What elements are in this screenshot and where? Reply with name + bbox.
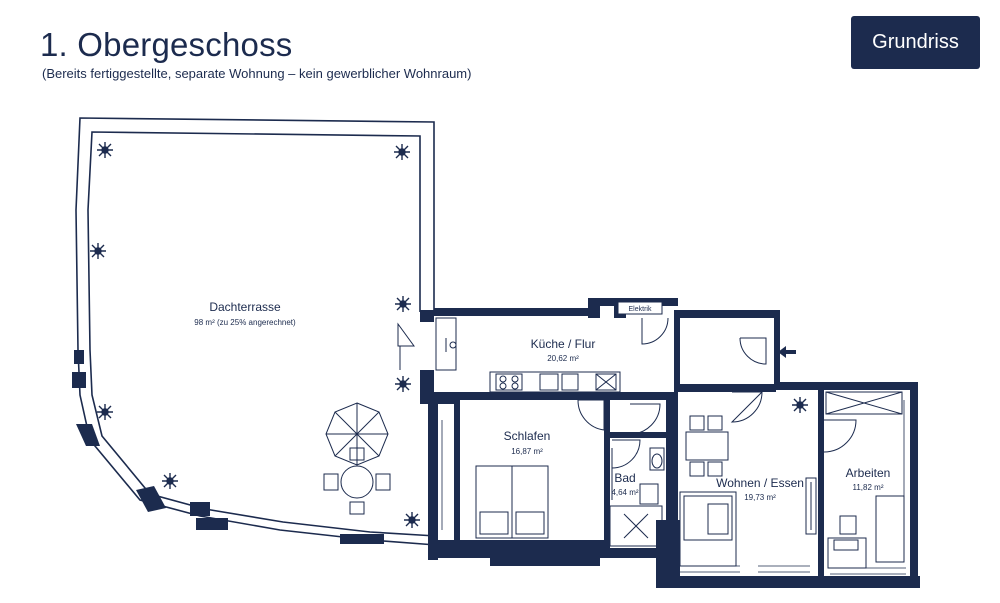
wohnen-name: Wohnen / Essen	[716, 476, 804, 490]
plant-icon	[97, 142, 113, 158]
grundriss-button[interactable]: Grundriss	[851, 16, 980, 69]
bathroom-fixtures	[605, 447, 665, 547]
elektrik-label: Elektrik	[629, 306, 652, 313]
plant-icon	[162, 473, 178, 489]
office-furniture	[825, 391, 905, 569]
plant-icon	[395, 376, 411, 392]
parasol-icon	[325, 402, 389, 466]
building-walls	[420, 298, 920, 588]
plant-icon	[90, 243, 106, 259]
room-labels: Dachterrasse 98 m² (zu 25% angerechnet) …	[194, 300, 890, 502]
plant-icons	[90, 142, 808, 528]
arbeiten-name: Arbeiten	[846, 466, 891, 480]
kitchen-counter	[435, 317, 621, 393]
kueche-area: 20,62 m²	[547, 354, 579, 363]
page-title: 1. Obergeschoss	[40, 26, 293, 63]
schlafen-name: Schlafen	[504, 429, 551, 443]
entrance-arrow-icon	[778, 346, 796, 358]
kueche-name: Küche / Flur	[531, 337, 596, 351]
living-furniture	[679, 415, 817, 567]
terrace-outline	[75, 117, 437, 546]
plant-icon	[394, 144, 410, 160]
arbeiten-area: 11,82 m²	[853, 483, 884, 492]
plant-icon	[792, 397, 808, 413]
dachterrasse-area: 98 m² (zu 25% angerechnet)	[194, 318, 296, 327]
wohnen-area: 19,73 m²	[744, 493, 776, 502]
terrace-table	[323, 447, 391, 515]
bed	[475, 465, 549, 539]
bad-name: Bad	[614, 471, 635, 485]
elektrik-box: Elektrik	[617, 301, 663, 315]
plant-icon	[395, 296, 411, 312]
plant-icon	[404, 512, 420, 528]
doors	[397, 317, 857, 469]
schlafen-area: 16,87 m²	[511, 447, 543, 456]
page-subtitle: (Bereits fertiggestellte, separate Wohnu…	[42, 66, 472, 81]
terrace-wall-blocks	[72, 350, 384, 544]
dachterrasse-name: Dachterrasse	[209, 300, 281, 314]
bad-area: 4,64 m²	[611, 488, 638, 497]
plant-icon	[97, 404, 113, 420]
